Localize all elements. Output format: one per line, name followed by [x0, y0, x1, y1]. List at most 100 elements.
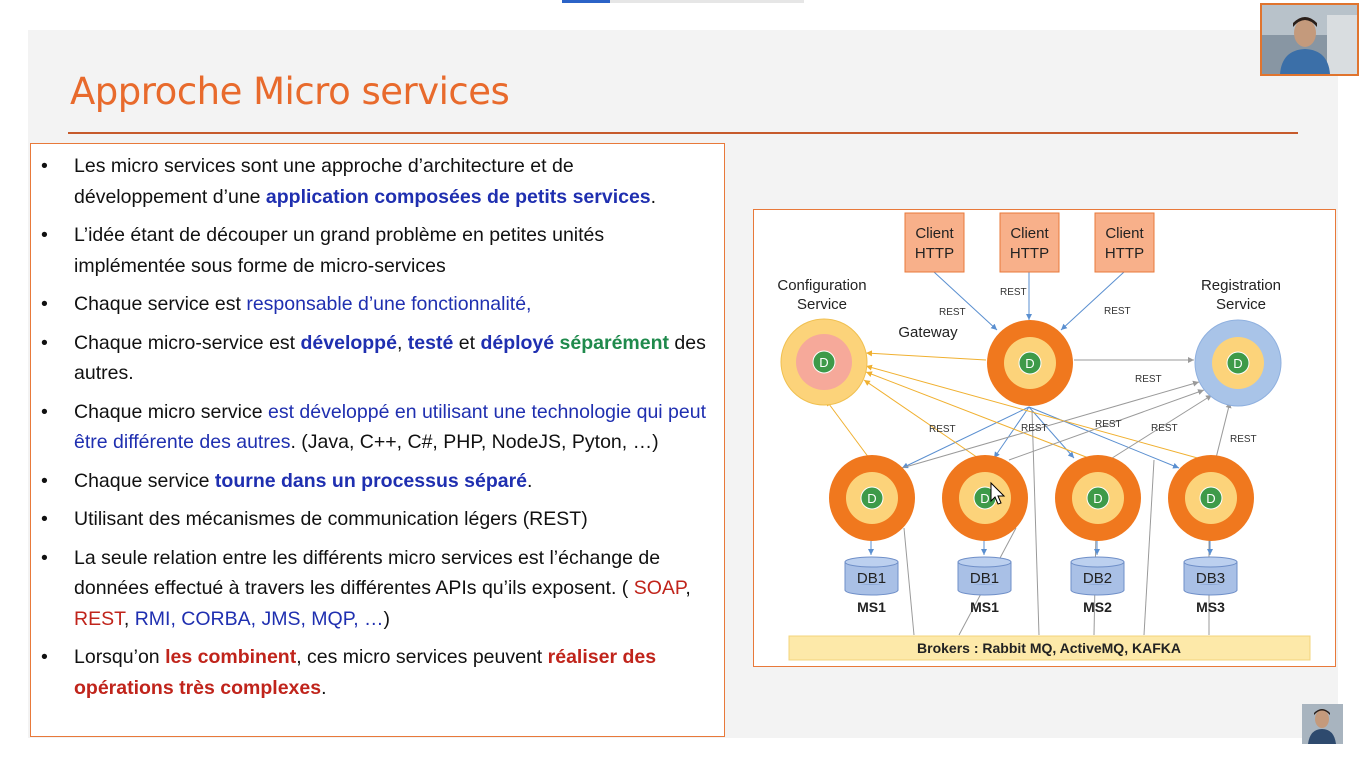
- bullet-list: • Les micro services sont une approche d’…: [31, 151, 724, 711]
- node-letter: D: [1233, 356, 1242, 371]
- node-letter: D: [980, 491, 989, 506]
- node-letter: D: [867, 491, 876, 506]
- bullet-text-run: ,: [396, 331, 408, 354]
- microservice-node-1: D: [829, 455, 915, 541]
- bullet-text-run: application composées de petits services: [265, 185, 651, 208]
- bullet-text-run: réaliser des opérations très complexes: [74, 646, 657, 699]
- bullet-item: • Les micro services sont une approche d’…: [31, 151, 724, 212]
- rest-label: REST: [1135, 374, 1162, 385]
- bullet-dot-icon: •: [41, 400, 48, 423]
- gateway-node: Gateway D: [898, 320, 1073, 406]
- bullet-text-run: La seule relation entre les différents m…: [74, 546, 661, 600]
- bullet-text-run: Chaque micro-service est: [74, 331, 301, 354]
- bullet-text-run: Chaque micro service: [74, 400, 268, 423]
- bullet-text-run: .: [527, 469, 533, 492]
- database-label: DB2: [1083, 570, 1112, 587]
- node-letter: D: [1206, 491, 1215, 506]
- rest-labels: REST REST REST REST REST REST REST REST …: [929, 287, 1257, 445]
- bullet-text-run: Les micro services sont une approche d’a…: [74, 155, 574, 208]
- bullet-text-run: tourne dans un processus séparé: [214, 469, 528, 492]
- bullet-text-run: déployé: [480, 331, 555, 354]
- bullet-text-run: Chaque service est: [74, 293, 247, 315]
- bullet-text-run: développé: [300, 331, 397, 354]
- database-label: DB1: [857, 570, 886, 587]
- slide-title: Approche Micro services: [70, 70, 510, 113]
- bullet-dot-icon: •: [41, 646, 48, 668]
- person-icon: [1262, 5, 1357, 74]
- person-icon: [1302, 704, 1343, 744]
- bullet-text-run: Chaque service: [74, 469, 215, 492]
- rest-label: REST: [1021, 423, 1048, 434]
- database-label: DB1: [970, 570, 999, 587]
- client-http-2: Client HTTP: [999, 212, 1060, 273]
- registration-label-line1: Registration: [1201, 277, 1281, 294]
- service-label: MS3: [1196, 599, 1225, 615]
- node-letter: D: [1025, 356, 1034, 371]
- client-label-line2: HTTP: [915, 245, 954, 262]
- database-db1-b: DB1 MS1: [957, 556, 1012, 615]
- config-label-line1: Configuration: [777, 277, 866, 294]
- mouse-cursor-icon: [990, 481, 1006, 505]
- client-label-line1: Client: [915, 225, 954, 242]
- bullet-text-run: ,: [123, 607, 135, 630]
- microservice-node-2: D: [942, 455, 1028, 541]
- rest-label: REST: [939, 307, 966, 318]
- client-label-line1: Client: [1105, 225, 1144, 242]
- rest-label: REST: [1230, 434, 1257, 445]
- bullet-dot-icon: •: [41, 155, 48, 177]
- bullet-text-run: RMI, CORBA, JMS, MQP, …: [134, 607, 384, 630]
- bullet-item: • Utilisant des mécanismes de communicati…: [31, 504, 724, 535]
- bullet-item: • Lorsqu’on les combinent, ces micro serv…: [31, 642, 724, 703]
- bullet-text-run: , ces micro services peuvent: [296, 646, 548, 668]
- registration-label-line2: Service: [1216, 296, 1266, 313]
- bullet-item: • Chaque micro service est développé en u…: [31, 397, 724, 458]
- bullet-text-run: . (Java, C++, C#, PHP, NodeJS, Pyton, …): [290, 431, 659, 453]
- bullet-item: •Chaque micro-service est développé, tes…: [31, 328, 724, 389]
- database-label: DB3: [1196, 570, 1225, 587]
- bullet-text-run: L’idée étant de découper un grand problè…: [74, 224, 605, 277]
- registration-service-node: Registration Service D: [1194, 277, 1282, 407]
- bullet-text-run: REST: [74, 607, 124, 630]
- progress-bar-fill: [562, 0, 611, 3]
- architecture-diagram: REST REST REST REST REST REST REST REST …: [753, 209, 1336, 667]
- service-label: MS2: [1083, 599, 1112, 615]
- bullet-text-run: est développé en utilisant une technolog…: [74, 400, 706, 454]
- bullet-text-run: SOAP: [633, 577, 686, 599]
- bullet-item: •La seule relation entre les différents …: [31, 543, 724, 635]
- bullet-text-run: .: [321, 676, 327, 699]
- rest-label: REST: [1095, 419, 1122, 430]
- service-label: MS1: [857, 599, 886, 615]
- bullet-item: • Chaque service est responsable d’une fo…: [31, 289, 724, 320]
- avatar: [1302, 704, 1343, 744]
- bullet-text-run: responsable d’une fonctionnalité,: [246, 293, 532, 315]
- configuration-service-node: Configuration Service D: [777, 277, 868, 406]
- bullet-dot-icon: •: [41, 293, 48, 315]
- node-letter: D: [1093, 491, 1102, 506]
- rest-label: REST: [1104, 306, 1131, 317]
- bullet-text-run: .: [650, 185, 657, 208]
- client-label-line1: Client: [1010, 225, 1049, 242]
- bullet-dot-icon: •: [41, 508, 48, 530]
- bullet-text-box: • Les micro services sont une approche d’…: [30, 143, 725, 737]
- client-label-line2: HTTP: [1010, 245, 1049, 262]
- bullet-text-run: ,: [685, 577, 691, 599]
- bullet-text-run: Utilisant des mécanismes de communicatio…: [74, 508, 588, 530]
- microservice-node-4: D: [1168, 455, 1254, 541]
- bullet-text-run: séparément: [559, 331, 670, 354]
- microservice-node-3: D: [1055, 455, 1141, 541]
- bullet-text-run: des autres.: [74, 331, 706, 385]
- config-label-line2: Service: [797, 296, 847, 313]
- architecture-diagram-svg: REST REST REST REST REST REST REST REST …: [777, 212, 1311, 661]
- database-db1-a: DB1 MS1: [844, 556, 899, 615]
- progress-bar: [562, 0, 804, 3]
- bullet-text-run: les combinent: [165, 646, 297, 668]
- bullet-text-run: testé: [407, 331, 454, 354]
- bullet-dot-icon: •: [41, 469, 48, 492]
- gateway-label: Gateway: [898, 324, 958, 341]
- bullet-text-run: Lorsqu’on: [74, 646, 166, 668]
- service-label: MS1: [970, 599, 999, 615]
- client-label-line2: HTTP: [1105, 245, 1144, 262]
- brokers-label: Brokers : Rabbit MQ, ActiveMQ, KAFKA: [917, 640, 1181, 656]
- webcam-thumbnail[interactable]: [1260, 3, 1359, 76]
- bullet-dot-icon: •: [41, 224, 48, 246]
